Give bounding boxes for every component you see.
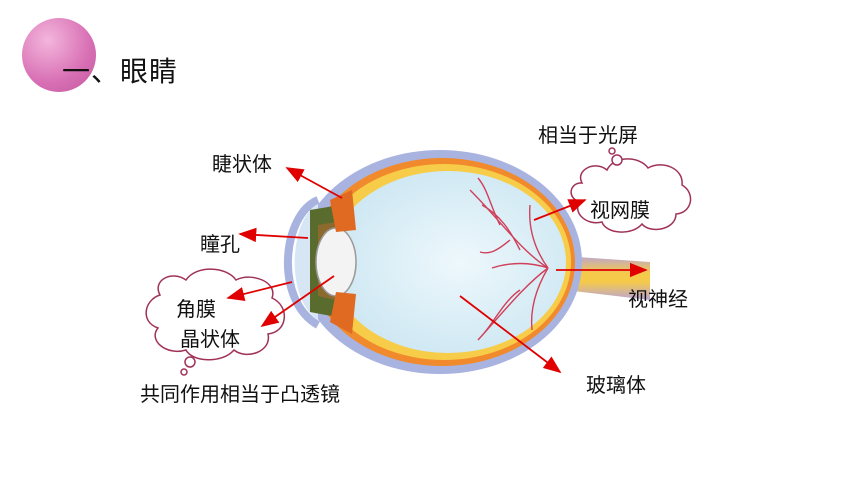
arrow-pupil (238, 227, 309, 243)
label-lens: 晶状体 (180, 327, 240, 351)
label-arrows (226, 167, 648, 374)
label-cornea: 角膜 (176, 297, 216, 321)
note-lens: 共同作用相当于凸透镜 (140, 382, 340, 406)
label-vitreous: 玻璃体 (586, 373, 646, 397)
retina-vessels (469, 177, 549, 341)
page-title: 一、眼睛 (62, 55, 179, 88)
vitreous-body (330, 171, 566, 353)
arrow-lens (260, 275, 335, 328)
arrow-ciliary-body (285, 167, 343, 199)
arrow-retina (533, 199, 587, 221)
lens-shape (315, 227, 357, 297)
cornea-shape (284, 196, 321, 329)
label-ciliary-body: 睫状体 (212, 152, 272, 176)
arrow-cornea (226, 281, 293, 302)
label-optic-nerve: 视神经 (628, 287, 688, 311)
label-retina: 视网膜 (590, 198, 650, 222)
note-retina: 相当于光屏 (538, 123, 638, 147)
label-pupil: 瞳孔 (200, 232, 240, 256)
arrow-vitreous (459, 295, 562, 374)
title-circle (22, 18, 96, 92)
